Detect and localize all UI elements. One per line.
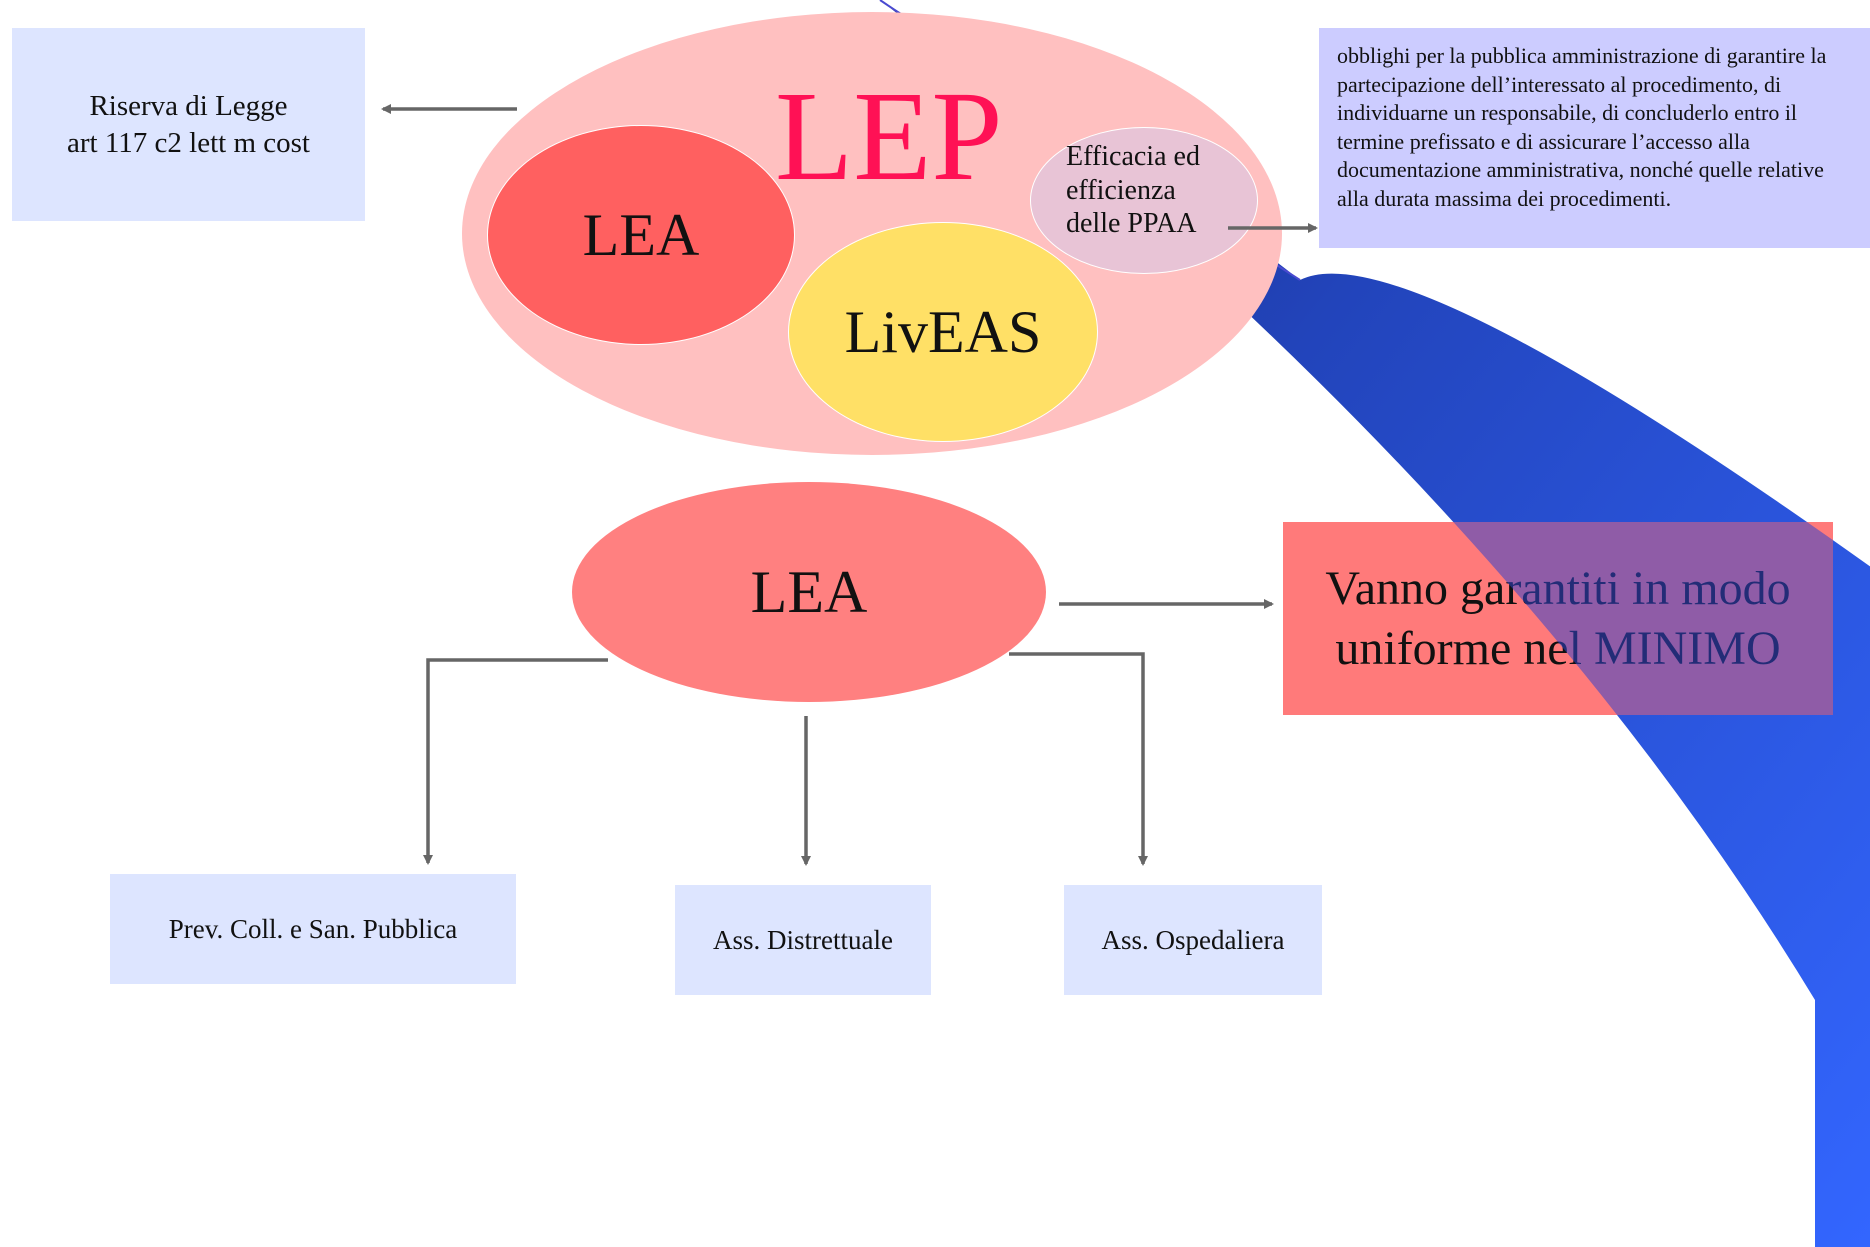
obblighi-box: obblighi per la pubblica amministrazione…: [1319, 28, 1870, 248]
vanno-text: Vanno garantiti in modo uniforme nel MIN…: [1325, 561, 1791, 675]
ass-ospedaliera-box: Ass. Ospedaliera: [1064, 885, 1322, 995]
liveas-label: LivEAS: [844, 298, 1042, 365]
prev-coll-label: Prev. Coll. e San. Pubblica: [168, 913, 458, 944]
lea-main-ellipse: LEA: [572, 482, 1046, 702]
efficacia-ellipse: [1030, 127, 1258, 274]
lea-main-label: LEA: [750, 558, 868, 625]
lea-inner-ellipse: LEA: [487, 125, 795, 345]
ass-distrettuale-label: Ass. Distrettuale: [713, 924, 893, 955]
vanno-garantiti-box: Vanno garantiti in modo uniforme nel MIN…: [1283, 522, 1833, 715]
lep-title: LEP: [775, 65, 1003, 207]
efficacia-label: Efficacia ed efficienza delle PPAA: [1066, 141, 1200, 240]
lea-inner-label: LEA: [582, 201, 700, 268]
obblighi-text: obblighi per la pubblica amministrazione…: [1337, 43, 1827, 211]
riserva-text: Riserva di Legge art 117 c2 lett m cost: [67, 90, 310, 159]
prev-coll-box: Prev. Coll. e San. Pubblica: [110, 874, 516, 984]
ass-distrettuale-box: Ass. Distrettuale: [675, 885, 931, 995]
riserva-di-legge-box: Riserva di Legge art 117 c2 lett m cost: [12, 28, 365, 221]
liveas-ellipse: LivEAS: [788, 222, 1098, 442]
ass-ospedaliera-label: Ass. Ospedaliera: [1101, 924, 1285, 955]
